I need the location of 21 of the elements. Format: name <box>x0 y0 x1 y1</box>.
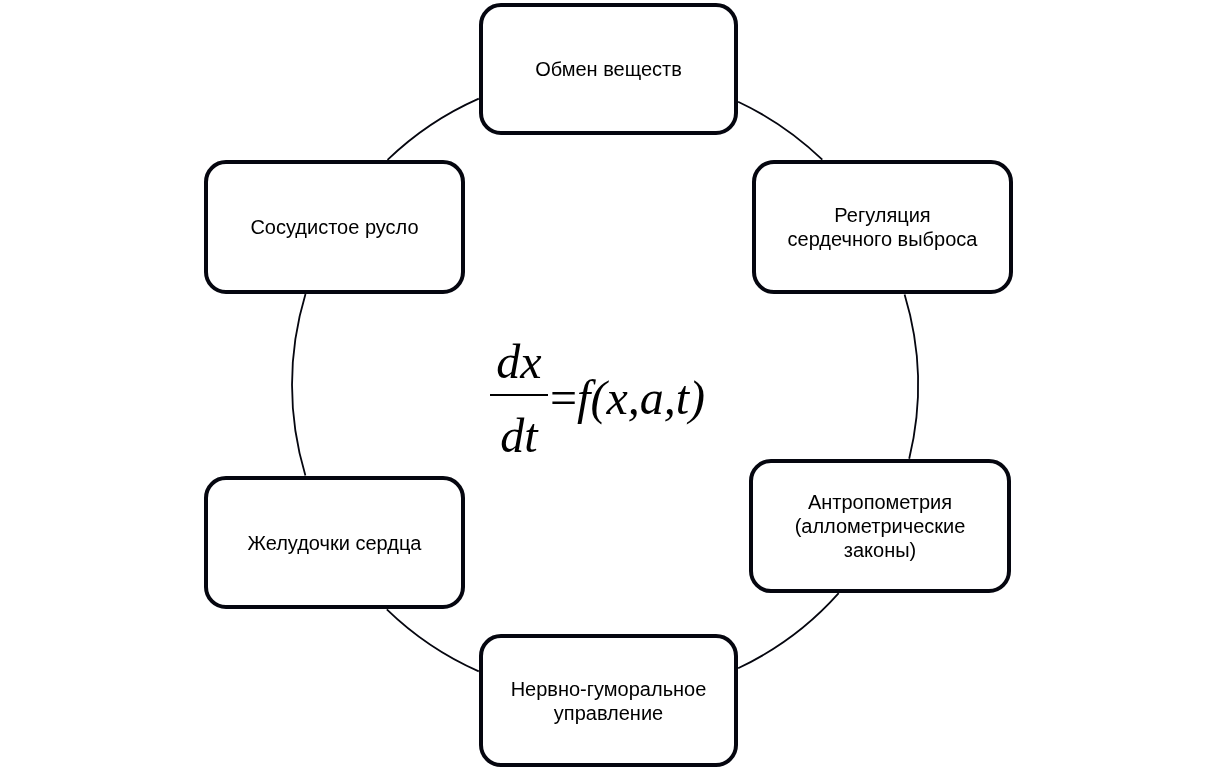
rounded-box <box>204 476 465 609</box>
connector-arc <box>903 293 919 460</box>
formula-right-side: =f(x,a,t) <box>550 374 706 422</box>
rounded-box <box>479 3 738 135</box>
connector-arc <box>737 100 824 161</box>
box-label: Антропометрия (аллометрические законы) <box>793 490 967 562</box>
connector-arc <box>385 608 480 673</box>
rounded-box <box>752 160 1013 294</box>
box-label: Нервно-гуморальное управление <box>509 676 708 725</box>
rounded-box <box>204 160 465 294</box>
fraction-numerator: dx <box>495 338 543 386</box>
box-label: Сосудистое русло <box>249 215 420 239</box>
rounded-box <box>749 459 1011 593</box>
box-label: Желудочки сердца <box>246 530 423 555</box>
fraction-denominator: dt <box>499 412 540 460</box>
connector-arc <box>291 293 307 477</box>
rounded-box <box>479 634 738 767</box>
box-label: Обмен веществ <box>534 57 683 81</box>
box-label: Регуляция сердечного выброса <box>787 203 978 251</box>
connector-arc <box>737 592 840 670</box>
connector-arc <box>386 97 480 161</box>
